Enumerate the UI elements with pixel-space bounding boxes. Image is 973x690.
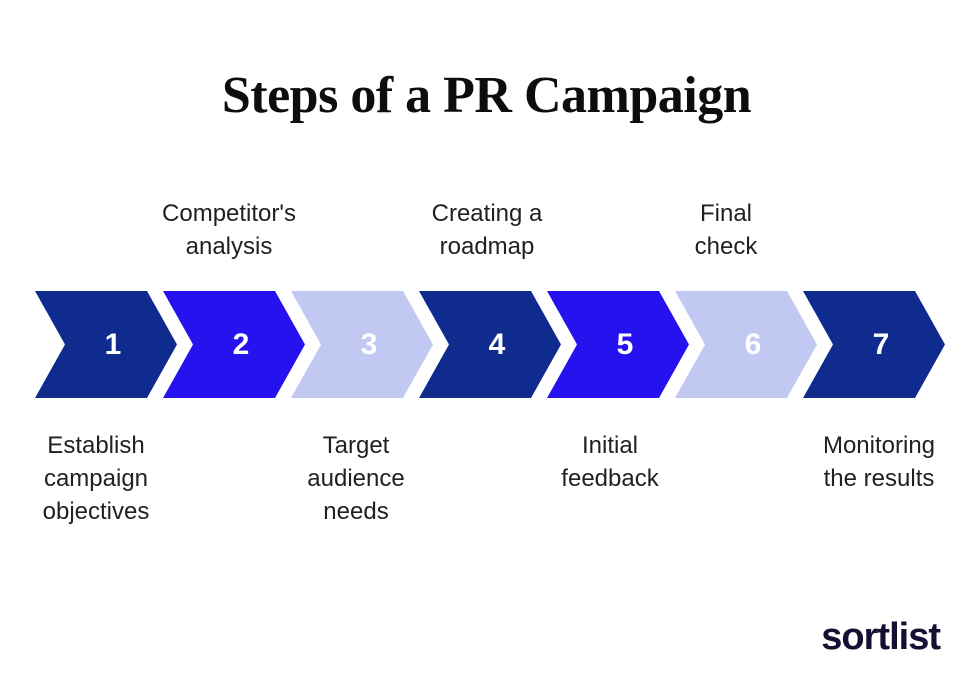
step-5-number: 5 [616,327,634,361]
step-6-number: 6 [744,327,762,361]
step-6-label: Final check [694,200,758,260]
step-2-number: 2 [232,327,250,361]
chevron-step-5: 5 [547,291,689,398]
step-4-label: Creating a roadmap [431,200,543,260]
step-2-label: Competitor's analysis [162,200,296,260]
chevron-step-7: 7 [803,291,945,398]
chevron-step-3: 3 [291,291,433,398]
step-5-label: Initial feedback [561,432,659,492]
chevron-step-2: 2 [163,291,305,398]
chevron-step-6: 6 [675,291,817,398]
step-3-label: Target audience needs [307,432,405,525]
chevron-step-1: 1 [35,291,177,398]
chevron-step-4: 4 [419,291,561,398]
sortlist-logo: sortlist [821,616,941,658]
step-7-label: Monitoring the results [822,432,936,492]
step-3-number: 3 [360,327,378,361]
step-1-label: Establish campaign objectives [42,432,150,525]
step-7-number: 7 [872,327,890,361]
step-1-number: 1 [104,327,122,361]
page-title: Steps of a PR Campaign [221,67,752,124]
step-4-number: 4 [488,327,506,361]
